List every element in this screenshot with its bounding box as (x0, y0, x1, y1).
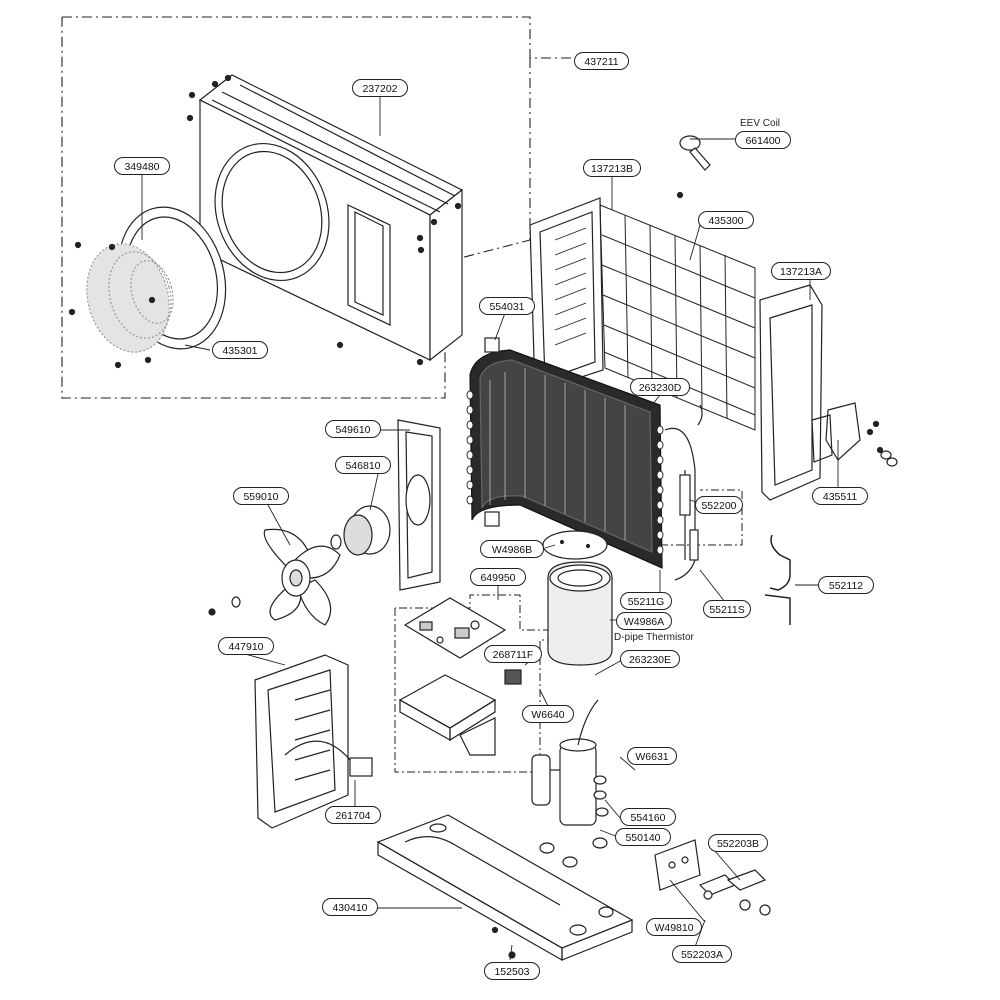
cabinet-assembly-group-box (61, 16, 575, 399)
fan-propeller (231, 528, 341, 626)
part-label-550140: 550140 (615, 828, 671, 846)
fan-guard-grille (86, 206, 227, 353)
part-label-W4986A: W4986A (616, 612, 672, 630)
eev-coil (679, 135, 711, 171)
part-label-554160: 554160 (620, 808, 676, 826)
part-label-437211: 437211 (574, 52, 629, 70)
compressor-jacket (547, 561, 613, 666)
part-label-435300: 435300 (698, 211, 754, 229)
cap-nuts (880, 450, 898, 467)
compressor-base-plate (542, 530, 608, 560)
part-label-546810: 546810 (335, 456, 391, 474)
leader-lines (141, 96, 839, 961)
part-label-263230E: 263230E (620, 650, 680, 668)
control-box-tray (398, 669, 522, 756)
part-label-W6640: W6640 (522, 705, 574, 723)
part-label-W6631: W6631 (627, 747, 677, 765)
note-d-pipe-thermistor: D-pipe Thermistor (614, 632, 694, 643)
service-valve-bracket (654, 839, 701, 891)
part-label-55211S: 55211S (703, 600, 751, 618)
side-panel-rear (529, 197, 604, 393)
part-label-137213B: 137213B (583, 159, 641, 177)
part-label-447910: 447910 (218, 637, 274, 655)
part-label-137213A: 137213A (771, 262, 831, 280)
part-label-55211G: 55211G (620, 592, 672, 610)
part-label-263230D: 263230D (630, 378, 690, 396)
motor-mount-bracket (397, 419, 441, 591)
control-pcb (403, 597, 507, 659)
part-label-552112: 552112 (818, 576, 874, 594)
part-label-261704: 261704 (325, 806, 381, 824)
part-label-349480: 349480 (114, 157, 170, 175)
part-label-649950: 649950 (470, 568, 526, 586)
condenser-coil (466, 337, 664, 569)
refrigerant-pipe-assembly (764, 534, 791, 625)
base-pan (376, 814, 634, 962)
part-label-552203A: 552203A (672, 945, 732, 963)
control-box-group-box (394, 489, 743, 773)
part-label-435301: 435301 (212, 341, 268, 359)
compressor-grommets (539, 775, 609, 868)
compressor (531, 699, 599, 826)
top-cover-panel (198, 74, 464, 362)
service-valves (698, 869, 771, 916)
part-label-559010: 559010 (233, 487, 289, 505)
part-label-152503: 152503 (484, 962, 540, 980)
note-eev-coil: EEV Coil (740, 118, 781, 129)
part-label-430410: 430410 (322, 898, 378, 916)
screws (68, 74, 884, 959)
part-label-W4986B: W4986B (480, 540, 544, 558)
part-label-268711F: 268711F (484, 645, 542, 663)
part-label-435511: 435511 (812, 487, 868, 505)
part-label-552203B: 552203B (708, 834, 768, 852)
part-label-549610: 549610 (325, 420, 381, 438)
fan-motor (330, 505, 391, 556)
refrigerant-piping (664, 404, 703, 581)
side-panel-left (254, 654, 373, 829)
part-label-554031: 554031 (479, 297, 535, 315)
part-label-552200: 552200 (695, 496, 743, 514)
rear-wire-grille (599, 204, 756, 431)
part-label-W49810: W49810 (646, 918, 702, 936)
part-label-237202: 237202 (352, 79, 408, 97)
part-label-661400: 661400 (735, 131, 791, 149)
side-panel-right (759, 284, 861, 501)
